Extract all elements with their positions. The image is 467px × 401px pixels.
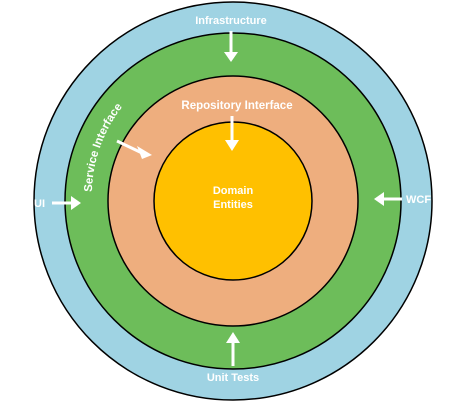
entities-label: Entities <box>213 199 253 211</box>
repository-interface-arrow-icon <box>225 116 239 151</box>
service-interface-arrow-icon <box>116 139 152 159</box>
unit-tests-label: Unit Tests <box>207 372 259 384</box>
infrastructure-label: Infrastructure <box>195 15 267 27</box>
wcf-arrow-icon <box>374 192 402 206</box>
wcf-label: WCF <box>406 194 431 206</box>
ui-arrow-icon <box>52 196 81 210</box>
repository-interface-label: Repository Interface <box>181 100 292 112</box>
unit-tests-arrow-icon <box>226 332 240 366</box>
ui-label: UI <box>34 198 45 210</box>
domain-label: Domain <box>213 185 254 197</box>
infrastructure-arrow-icon <box>224 31 238 62</box>
